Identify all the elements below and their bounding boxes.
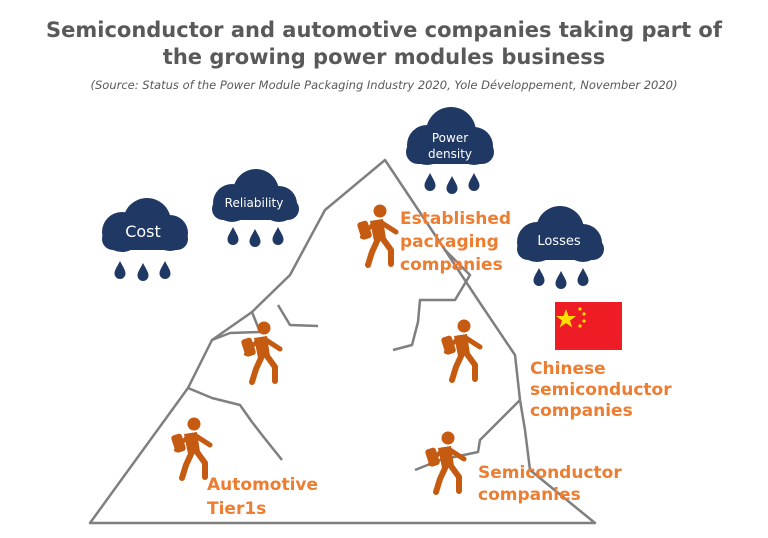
cloud-icon [517,206,604,262]
label-chinese-2: semiconductor [530,380,672,400]
china-flag-icon [555,302,622,350]
cloud-label-power: Power [432,131,468,145]
title-line-2: the growing power modules business [162,45,606,69]
cloud-icon [212,169,299,222]
cloud-label-cost: Cost [125,222,161,241]
raindrop-icon [577,268,589,286]
mountain [88,158,597,525]
label-auto-2: Tier1s [207,499,266,519]
source-caption: (Source: Status of the Power Module Pack… [90,78,678,92]
raindrop-icon [533,268,545,286]
label-semi-1: Semiconductor [478,463,622,483]
cloud-label-reliability: Reliability [225,196,284,210]
label-established-1: Established [400,209,511,229]
cloud-label-density: density [428,147,472,161]
raindrop-icon [424,173,436,191]
cloud-reliability: Reliability [212,169,299,247]
cloud-power-density: Power density [406,107,494,194]
raindrop-icon [272,227,284,245]
label-semiconductor: Semiconductor companies [478,463,622,505]
raindrop-icon [137,263,149,281]
cloud-cost: Cost [102,198,188,281]
label-established-2: packaging [400,232,499,252]
raindrop-icon [159,261,171,279]
raindrop-icon [114,261,126,279]
label-semi-2: companies [478,485,581,505]
cloud-icon [102,198,188,252]
cloud-losses: Losses [517,206,604,289]
raindrop-icon [446,176,458,194]
label-automotive: Automotive Tier1s [207,475,318,519]
title-line-1: Semiconductor and automotive companies t… [46,18,722,42]
label-chinese-1: Chinese [530,359,606,379]
cloud-icon [406,107,494,165]
raindrop-icon [555,271,567,289]
label-established: Established packaging companies [400,209,511,275]
label-auto-1: Automotive [207,475,318,495]
raindrop-icon [468,173,480,191]
label-established-3: companies [400,255,503,275]
cloud-label-losses: Losses [537,234,581,249]
label-chinese-3: companies [530,401,633,421]
raindrop-icon [249,229,261,247]
label-chinese: Chinese semiconductor companies [530,359,672,421]
raindrop-icon [227,227,239,245]
